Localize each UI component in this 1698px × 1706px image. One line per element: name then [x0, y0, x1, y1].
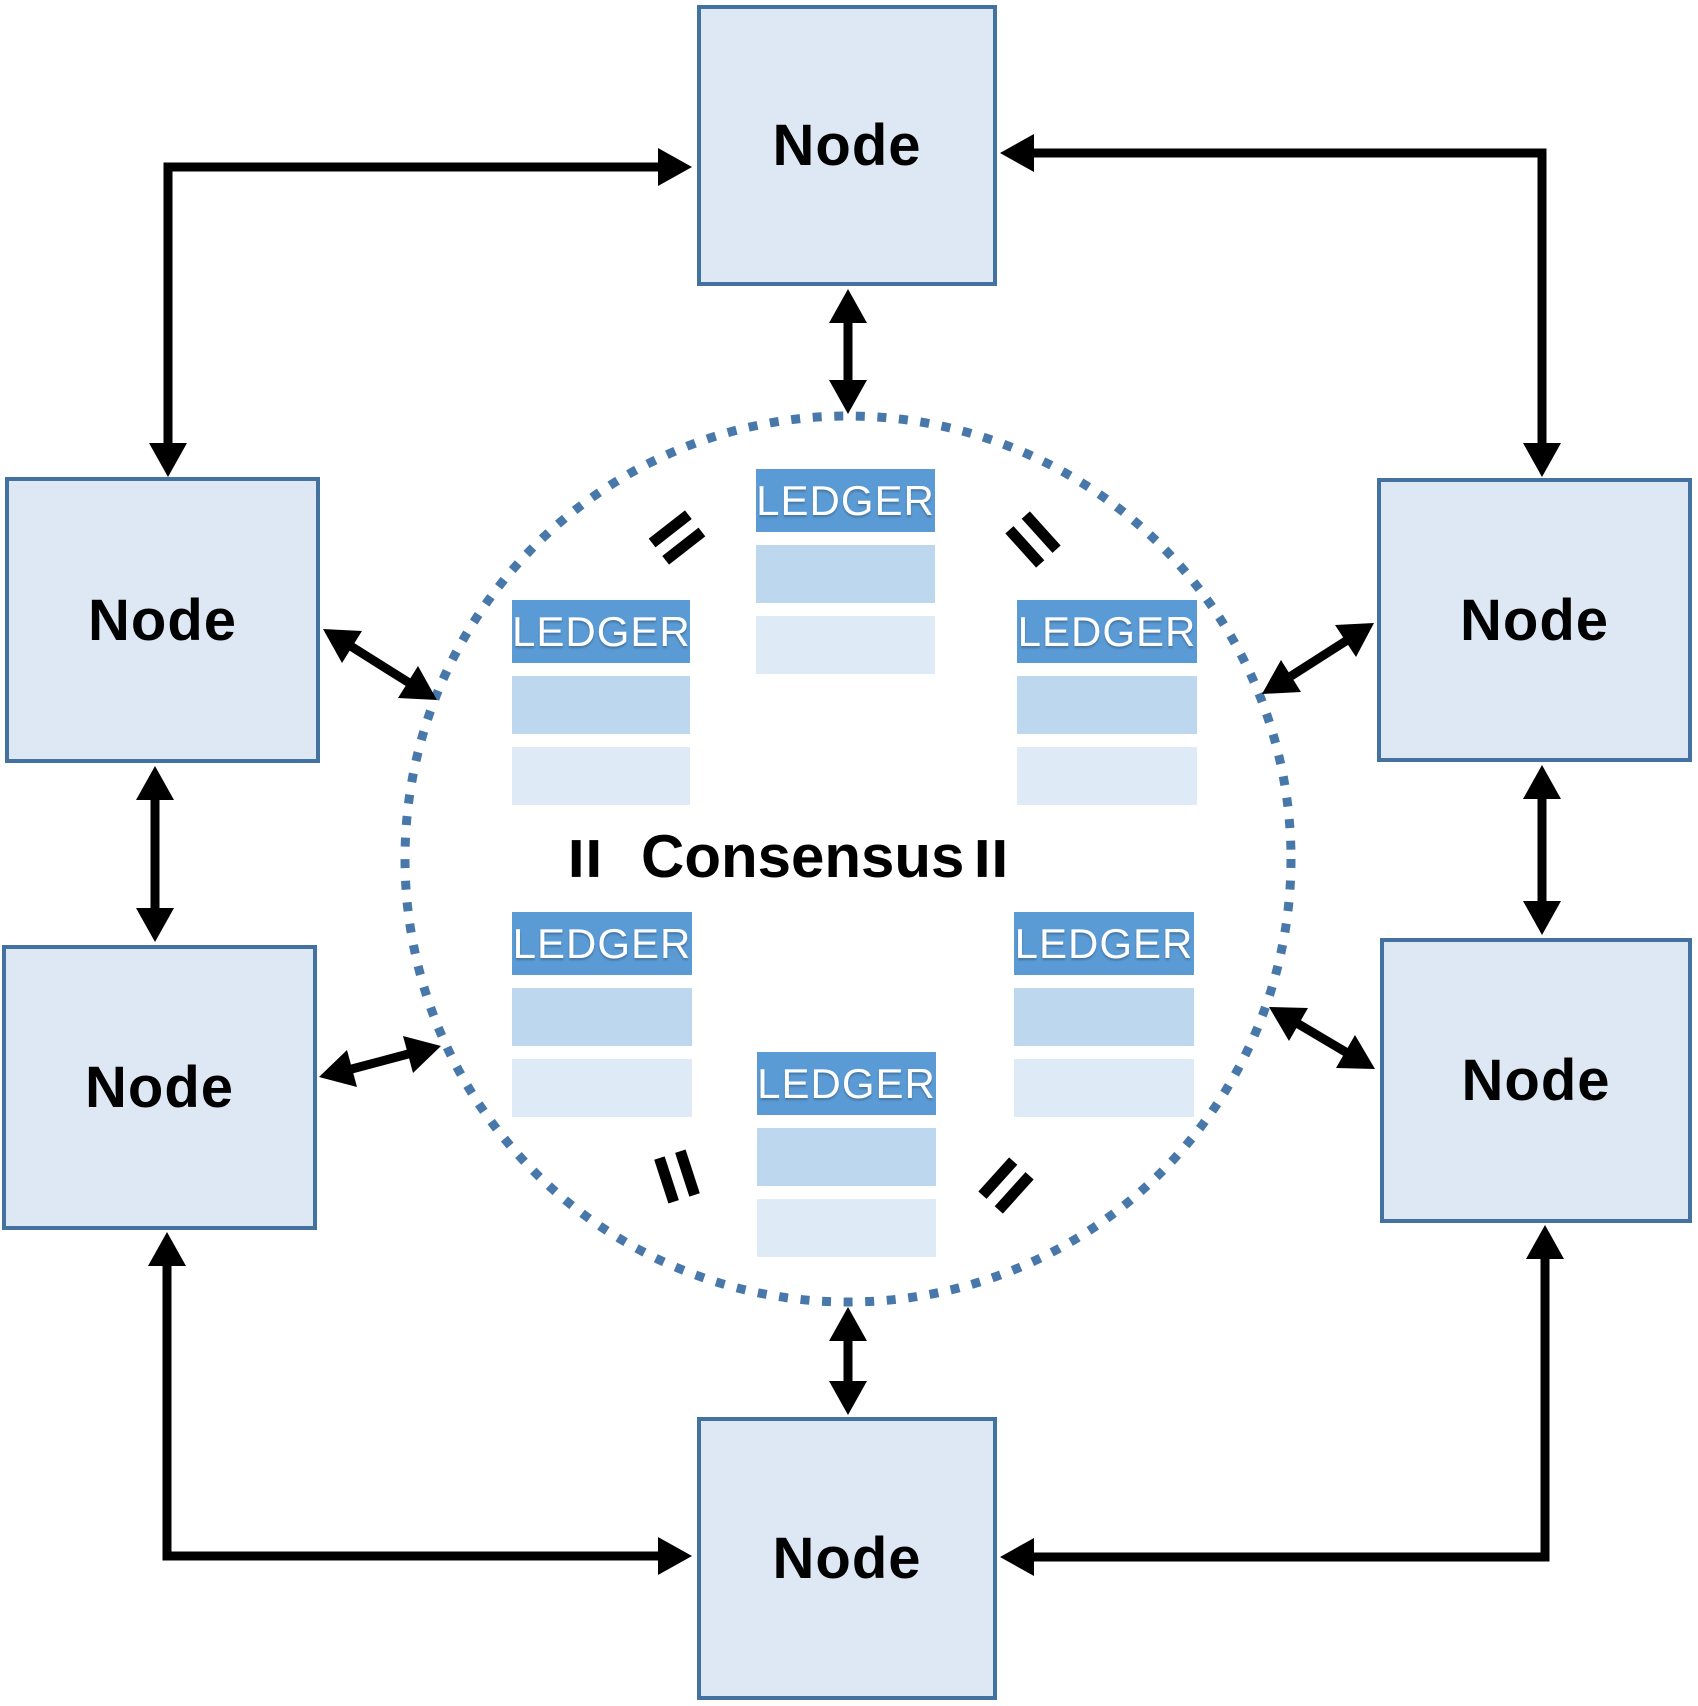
ledger-row	[1014, 1059, 1194, 1117]
consensus-label: Consensus	[641, 823, 965, 890]
node-label: Node	[1461, 1048, 1611, 1113]
equals-mark-middle-right	[977, 840, 1005, 877]
ledger-table-right-upper: LEDGER	[1017, 600, 1197, 805]
ledger-table-right-lower: LEDGER	[1014, 912, 1194, 1117]
ledger-header: LEDGER	[757, 1052, 936, 1115]
ledger-header: LEDGER	[512, 912, 692, 975]
ledger-row	[757, 1199, 936, 1257]
ledger-row	[512, 676, 690, 734]
consensus-circle-outline	[400, 411, 1296, 1307]
ledger-table-left-lower: LEDGER	[512, 912, 692, 1117]
ledger-table-left-upper: LEDGER	[512, 600, 690, 805]
arrow-rightupper-circle-diagonal	[1262, 623, 1374, 694]
arrow-top-left-elbow	[149, 148, 692, 477]
ledger-header: LEDGER	[512, 600, 690, 663]
ledger-row	[512, 1059, 692, 1117]
node-box-left-upper: Node	[5, 477, 320, 763]
ledger-row	[512, 747, 690, 805]
node-label: Node	[1460, 587, 1609, 653]
arrow-bottom-right-elbow	[1000, 1225, 1564, 1576]
node-label: Node	[85, 1055, 234, 1120]
arrow-topnode-circle	[829, 289, 867, 414]
arrow-bottomnode-circle	[829, 1307, 867, 1415]
node-box-left-lower: Node	[2, 945, 317, 1230]
node-label: Node	[88, 587, 237, 653]
ledger-table-bottom: LEDGER	[757, 1052, 936, 1257]
ledger-header: LEDGER	[1017, 600, 1197, 663]
node-box-right-upper: Node	[1377, 478, 1692, 762]
arrow-top-right-elbow	[1000, 134, 1561, 477]
ledger-table-top: LEDGER	[756, 469, 935, 674]
ledger-header: LEDGER	[756, 469, 935, 532]
ledger-header: LEDGER	[1014, 912, 1194, 975]
arrow-leftupper-circle-diagonal	[323, 629, 437, 700]
equals-mark-middle-left	[571, 840, 599, 877]
arrow-leftlower-circle-diagonal	[319, 1036, 441, 1087]
arrow-right-nodes-vertical	[1523, 765, 1561, 935]
ledger-row	[512, 988, 692, 1046]
ledger-row	[1014, 988, 1194, 1046]
node-box-top: Node	[697, 5, 997, 286]
node-label: Node	[772, 1526, 922, 1591]
ledger-row	[1017, 747, 1197, 805]
arrow-bottom-left-elbow	[148, 1232, 692, 1575]
ledger-row	[757, 1128, 936, 1186]
node-label: Node	[772, 113, 922, 178]
node-box-bottom: Node	[697, 1417, 997, 1700]
ledger-row	[756, 545, 935, 603]
arrow-left-nodes-vertical	[136, 766, 174, 942]
node-box-right-lower: Node	[1380, 938, 1692, 1223]
arrow-rightlower-circle-diagonal	[1269, 1007, 1375, 1069]
ledger-row	[756, 616, 935, 674]
ledger-row	[1017, 676, 1197, 734]
